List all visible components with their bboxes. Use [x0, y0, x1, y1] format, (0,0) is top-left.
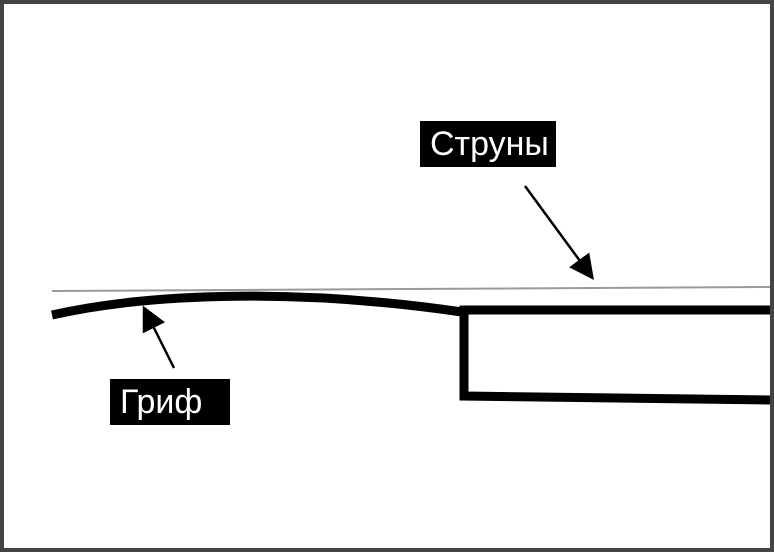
strings-arrow — [523, 185, 594, 281]
guitar-body-block — [459, 305, 770, 405]
neck-arrow — [142, 305, 176, 369]
neck-curve — [51, 291, 463, 320]
strings-label: Струны — [420, 121, 556, 167]
neck-label: Гриф — [110, 379, 230, 425]
guitar-neck-diagram — [51, 185, 770, 405]
string-line — [51, 286, 770, 292]
